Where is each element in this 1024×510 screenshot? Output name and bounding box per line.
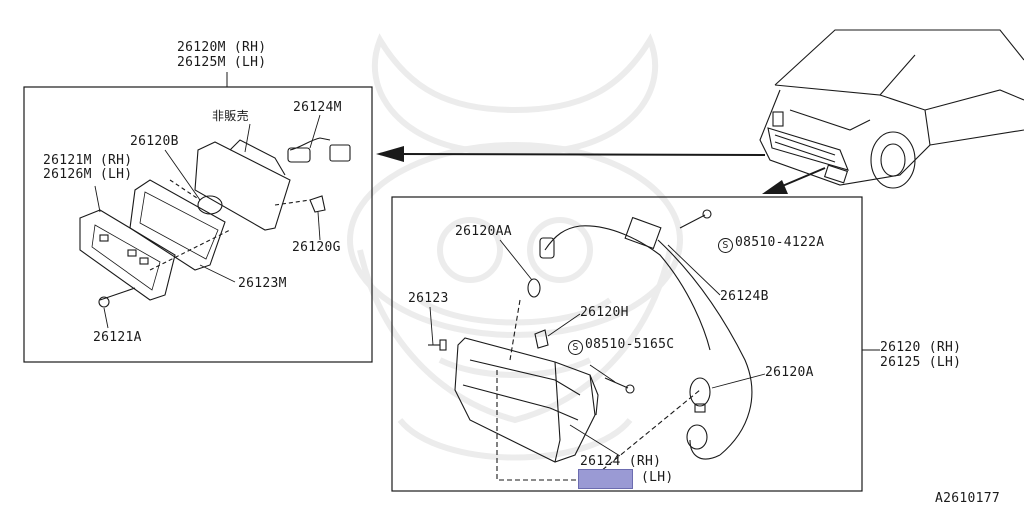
detail-box-right	[391, 196, 863, 492]
figure-code: A2610177	[935, 491, 1001, 506]
part-label-26120m-rh: 26120M (RH)	[177, 40, 267, 55]
arrow-left-icon	[376, 146, 766, 162]
highlighted-part-marker[interactable]	[578, 469, 633, 489]
part-label-26123m: 26123M	[238, 276, 287, 291]
detail-box-left	[23, 86, 373, 363]
part-label-26125-lh: 26125 (LH)	[880, 355, 962, 370]
combination-lamp-exploded-right	[428, 209, 753, 481]
van-illustration	[759, 29, 1024, 189]
part-label-26126m-lh: 26126M (LH)	[43, 167, 133, 182]
part-label-26120aa: 26120AA	[455, 224, 512, 239]
part-label-26120b: 26120B	[130, 134, 179, 149]
part-label-26120-rh: 26120 (RH)	[880, 340, 962, 355]
part-label-26123: 26123	[408, 291, 449, 306]
part-label-26120g: 26120G	[292, 240, 341, 255]
part-label-26120a: 26120A	[765, 365, 814, 380]
part-label-26124m: 26124M	[293, 100, 342, 115]
part-label-26124-rh: 26124 (RH)	[580, 454, 662, 469]
not-for-sale-label: 非販売	[212, 109, 249, 123]
part-label-26124-lh: (LH)	[641, 470, 674, 485]
part-label-26121a: 26121A	[93, 330, 142, 345]
marker-lamp-exploded-left	[79, 137, 351, 308]
part-label-26120h: 26120H	[580, 305, 629, 320]
samurai-helmet-watermark-icon	[347, 33, 683, 461]
part-label-26121m-rh: 26121M (RH)	[43, 153, 133, 168]
arrow-down-left-icon	[762, 167, 826, 194]
part-label-26124b: 26124B	[720, 289, 769, 304]
part-label-26125m-lh: 26125M (LH)	[177, 55, 267, 70]
